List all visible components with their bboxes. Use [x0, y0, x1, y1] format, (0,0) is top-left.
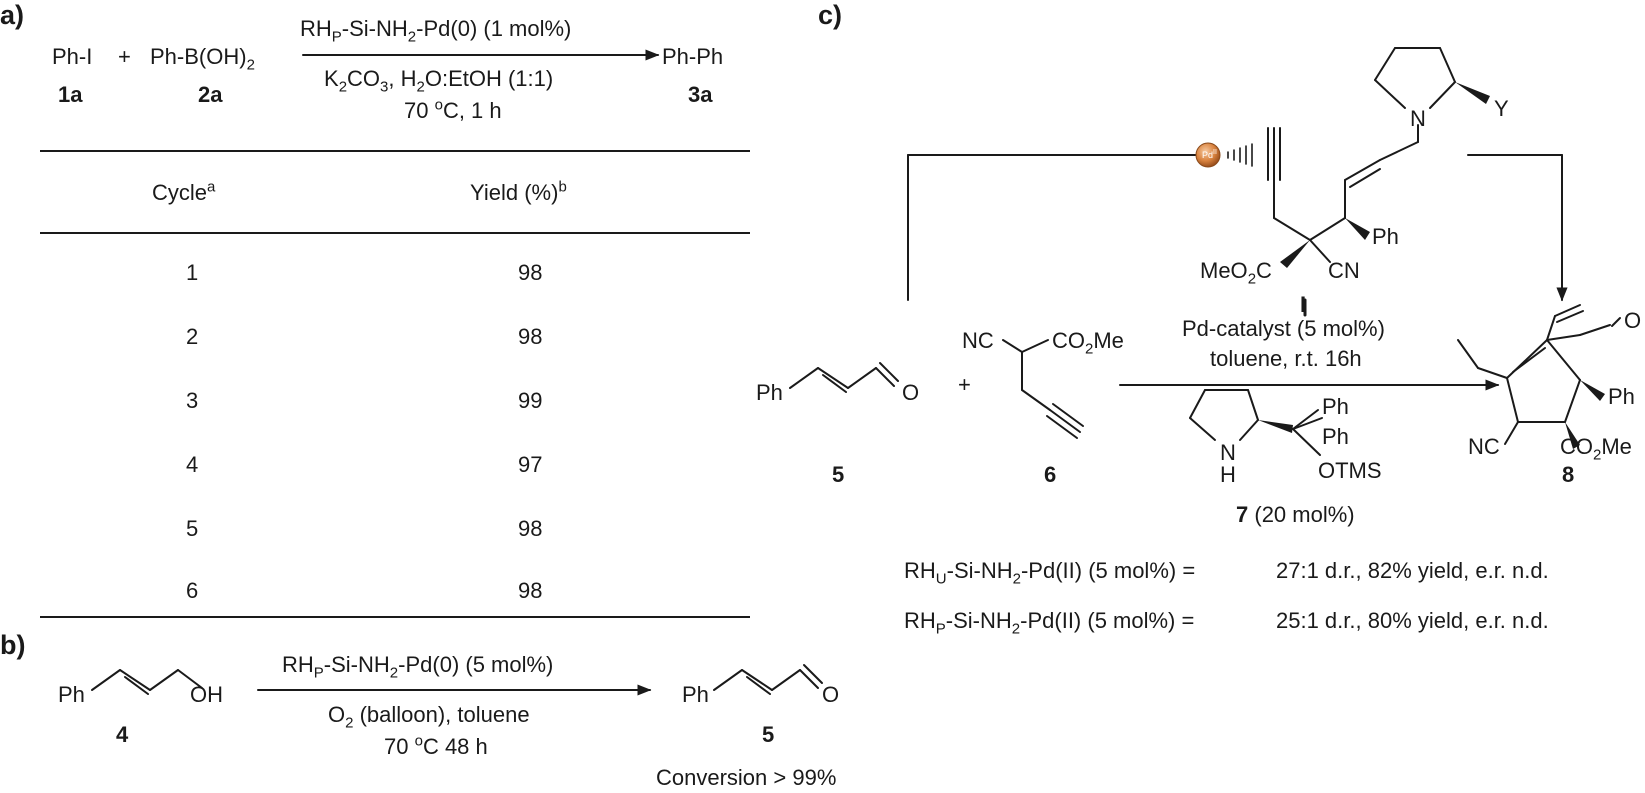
- product-8-o: O: [1624, 308, 1642, 333]
- table-cell-cycle: 2: [186, 324, 199, 349]
- product-8-ester: CO2Me: [1560, 434, 1632, 464]
- table-cell-yield: 98: [518, 516, 543, 541]
- table-cell-cycle: 4: [186, 452, 199, 477]
- reactant-4-ph: Ph: [58, 682, 85, 707]
- table-cell-yield: 98: [518, 578, 543, 603]
- table-cell-cycle: 1: [186, 260, 199, 285]
- product-8-ph: Ph: [1608, 384, 1635, 409]
- pd-label: PdII: [1202, 149, 1217, 160]
- product-8-structure: [1457, 304, 1621, 449]
- table-cell-cycle: 5: [186, 516, 199, 541]
- table-cell-yield: 98: [518, 260, 543, 285]
- organocat-otms: OTMS: [1318, 458, 1382, 483]
- cinnamaldehyde-structure-c: [789, 362, 899, 393]
- plus-sign-a: +: [118, 44, 131, 69]
- solvent-time-condition: toluene, r.t. 16h: [1210, 346, 1362, 371]
- aldehyde-5-o: O: [902, 380, 920, 405]
- table-top-rule: [40, 150, 750, 152]
- reactant-2a-id: 2a: [198, 82, 223, 107]
- table-cell-yield: 99: [518, 388, 543, 413]
- table-cell-cycle: 3: [186, 388, 199, 413]
- product-5-id-b: 5: [762, 722, 775, 747]
- plus-sign-c: +: [958, 372, 971, 397]
- intermediate-id: I: [1300, 292, 1307, 317]
- intermediate-n-label: N: [1410, 106, 1426, 131]
- cinnamyl-alcohol-structure: [91, 669, 203, 695]
- table-header-yield: Yield (%)b: [470, 178, 567, 205]
- nucleophile-nc: NC: [962, 328, 994, 353]
- organocat-n: N: [1220, 440, 1236, 465]
- intermediate-cn-label: CN: [1328, 258, 1360, 283]
- reactant-4-oh: OH: [190, 682, 223, 707]
- intermediate-ester-label: MeO2C: [1200, 258, 1272, 288]
- table-header-cycle: Cyclea: [152, 178, 216, 205]
- nucleophile-structure: [1002, 339, 1084, 439]
- aldehyde-5-id: 5: [832, 462, 845, 487]
- catalyst-condition-a: RHP-Si-NH2-Pd(0) (1 mol%): [300, 16, 572, 46]
- panel-c-label: c): [818, 0, 843, 30]
- temperature-time-a: 70 oC, 1 h: [404, 96, 502, 123]
- product-8-nc: NC: [1468, 434, 1500, 459]
- pd-sphere-icon: [1195, 142, 1221, 168]
- table-cell-cycle: 6: [186, 578, 199, 603]
- product-3a-id: 3a: [688, 82, 713, 107]
- temperature-time-b: 70 oC 48 h: [384, 732, 488, 759]
- result-value: 27:1 d.r., 82% yield, e.r. n.d.: [1276, 558, 1549, 583]
- organocatalyst-structure: [1189, 389, 1323, 456]
- table-cell-yield: 98: [518, 324, 543, 349]
- result-value: 25:1 d.r., 80% yield, e.r. n.d.: [1276, 608, 1549, 633]
- product-5-ph-b: Ph: [682, 682, 709, 707]
- intermediate-I-structure: [1227, 47, 1490, 268]
- table-bottom-rule: [40, 616, 750, 618]
- organocat-h: H: [1220, 462, 1236, 487]
- result-catalyst-label: RHU-Si-NH2-Pd(II) (5 mol%) =: [904, 558, 1196, 588]
- intermediate-y-label: Y: [1494, 96, 1509, 121]
- oxidant-solvent-condition-b: O2 (balloon), toluene: [328, 702, 530, 732]
- product-3a-formula: Ph-Ph: [662, 44, 724, 69]
- catalyst-condition-b: RHP-Si-NH2-Pd(0) (5 mol%): [282, 652, 554, 682]
- table-header-rule: [40, 232, 750, 234]
- product-8-id: 8: [1562, 462, 1575, 487]
- reactant-4-id: 4: [116, 722, 129, 747]
- reactant-2a-formula: Ph-B(OH)2: [150, 44, 255, 74]
- reactant-1a-formula: Ph-I: [52, 44, 93, 69]
- organocat-ph-1: Ph: [1322, 394, 1349, 419]
- aldehyde-5-ph: Ph: [756, 380, 783, 405]
- conversion-text: Conversion > 99%: [656, 765, 837, 790]
- panel-a-label: a): [0, 0, 25, 30]
- pd-catalyst-condition: Pd-catalyst (5 mol%): [1182, 316, 1385, 341]
- cinnamaldehyde-structure-b: [713, 664, 823, 695]
- result-catalyst-label: RHP-Si-NH2-Pd(II) (5 mol%) =: [904, 608, 1195, 638]
- product-5-o-b: O: [822, 682, 840, 707]
- organocat-id-line: 7 (20 mol%): [1236, 502, 1355, 527]
- nucleophile-ester: CO2Me: [1052, 328, 1124, 358]
- intermediate-ph-label: Ph: [1372, 224, 1399, 249]
- reactant-1a-id: 1a: [58, 82, 83, 107]
- nucleophile-id: 6: [1044, 462, 1057, 487]
- base-solvent-condition-a: K2CO3, H2O:EtOH (1:1): [324, 66, 554, 96]
- organocat-ph-2: Ph: [1322, 424, 1349, 449]
- table-cell-yield: 97: [518, 452, 543, 477]
- panel-b-label: b): [0, 630, 26, 660]
